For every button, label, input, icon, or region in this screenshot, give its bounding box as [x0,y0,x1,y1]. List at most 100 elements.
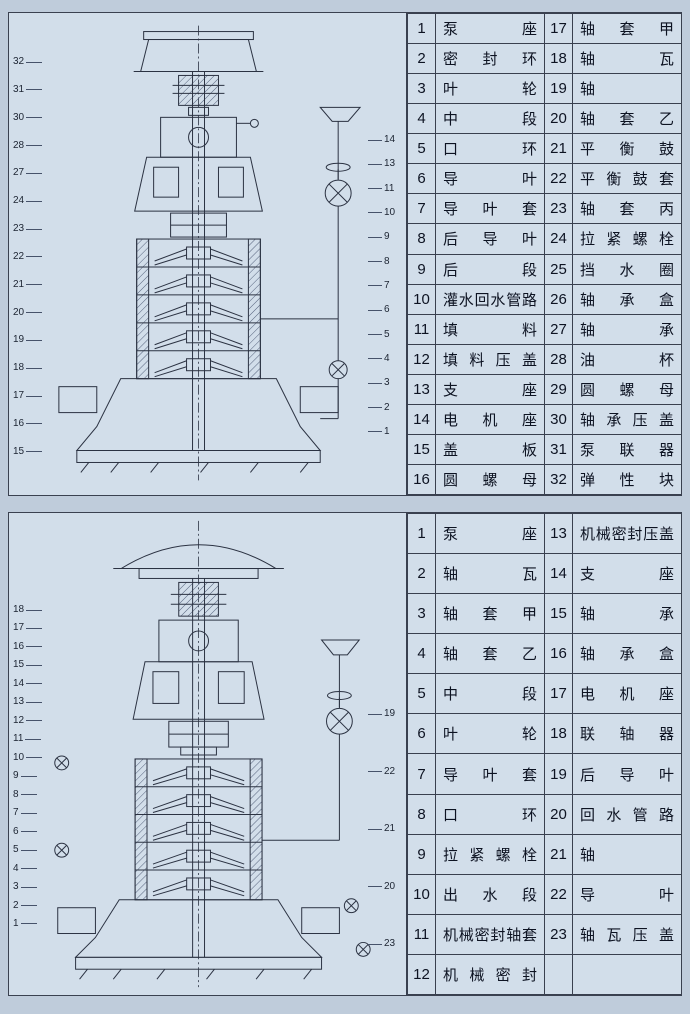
part-name-cell: 电机座 [572,673,682,715]
part-number-cell: 3 [407,73,436,105]
part-name-cell: 后导叶 [435,223,545,255]
part-callout-number: 21 [368,824,402,834]
part-name-text: 轴瓦 [443,566,537,584]
part-name-cell: 导叶套 [435,753,545,795]
part-name-text: 轴套甲 [580,21,674,39]
part-name-text: 导叶 [580,886,674,904]
part-name-text: 轴承 [580,606,674,624]
parts-table-row: 11 机械密封轴套 23 轴瓦压盖 [407,913,682,955]
part-name-cell: 轴瓦压盖 [572,913,682,955]
part-number-cell: 1 [407,12,436,45]
parts-table-row: 14 电机座 30 轴承压盖 [407,403,682,435]
part-name-text: 泵座 [443,526,537,544]
part-number-cell: 23 [544,913,573,955]
part-name-text: 圆螺母 [580,381,674,399]
part-name-text: 平衡鼓 [580,141,674,159]
part-name-text: 支座 [580,566,674,584]
part-name-text: 导叶套 [443,766,537,784]
part-number-cell: 2 [407,43,436,75]
part-name-cell: 后段 [435,253,545,285]
part-name-cell: 拉紧螺栓 [435,833,545,875]
parts-table-row: 2 轴瓦 14 支座 [407,553,682,595]
part-number-cell: 7 [407,193,436,225]
part-number-cell: 19 [544,753,573,795]
part-callout-number: 28 [13,140,53,151]
part-name-cell: 圆螺母 [572,373,682,405]
part-callout-number: 17 [13,623,53,633]
part-callout-number: 21 [13,279,53,290]
part-name-text: 机械密封压盖 [580,526,674,544]
part-name-cell: 机械密封轴套 [435,913,545,955]
parts-table-row: 5 中段 17 电机座 [407,673,682,715]
part-number-cell: 6 [407,163,436,195]
part-name-text: 叶轮 [443,726,537,744]
part-callout-number: 9 [368,232,402,242]
part-number-cell: 16 [544,633,573,675]
part-name-text: 后段 [443,261,537,279]
part-callout-number: 8 [368,256,402,267]
part-callout-number: 6 [368,305,402,315]
part-name-text: 密封环 [443,51,537,69]
part-name-cell: 填料 [435,313,545,345]
part-callout-number: 14 [368,135,402,145]
part-name-cell: 泵座 [435,512,545,555]
part-name-cell: 机械密封 [435,953,545,996]
part-callout-number: 1 [13,918,53,929]
part-callout-number: 2 [13,900,53,911]
part-callout-number: 5 [368,329,402,340]
part-name-cell: 平衡鼓套 [572,163,682,195]
part-name-cell: 导叶套 [435,193,545,225]
part-name-text: 圆螺母 [443,471,537,489]
part-name-cell: 叶轮 [435,73,545,105]
part-number-cell: 17 [544,12,573,45]
part-number-cell: 19 [544,73,573,105]
part-name-cell: 轴承 [572,593,682,635]
part-name-text: 灌水回水管路 [443,291,537,309]
part-name-cell: 泵座 [435,12,545,45]
part-name-cell: 导叶 [572,873,682,915]
part-name-text: 口环 [443,141,537,159]
part-name-text: 电机座 [443,411,537,429]
part-number-cell: 15 [407,433,436,465]
part-name-text: 机械密封 [443,966,537,984]
part-callout-number: 7 [13,808,53,818]
part-number-cell: 11 [407,913,436,955]
part-callout-number: 16 [13,641,53,652]
part-callout-number: 22 [368,766,402,777]
part-callout-number: 6 [13,826,53,837]
parts-table-row: 5 口环 21 平衡鼓 [407,133,682,165]
parts-table-wrap-top: 1 泵座 17 轴套甲 2 密封环 18 轴瓦 3 叶轮 19 轴 4 中段 [407,12,682,496]
part-name-text: 后导叶 [443,231,537,249]
part-callout-number: 8 [13,789,53,800]
part-name-text: 平衡鼓套 [580,171,674,189]
part-number-cell: 3 [407,593,436,635]
parts-table-row: 4 轴套乙 16 轴承盒 [407,633,682,675]
part-name-cell: 填料压盖 [435,343,545,375]
part-name-cell: 出水段 [435,873,545,915]
part-name-cell: 盖板 [435,433,545,465]
part-callout-number: 23 [13,224,53,234]
part-number-cell: 17 [544,673,573,715]
part-name-cell: 轴套乙 [572,103,682,135]
parts-table-row: 12 机械密封 [407,953,682,996]
part-name-text: 支座 [443,381,537,399]
part-number-cell: 30 [544,403,573,435]
part-name-cell: 油杯 [572,343,682,375]
part-name-text: 挡水圈 [580,261,674,279]
parts-table-row: 6 叶轮 18 联轴器 [407,713,682,755]
part-name-cell: 密封环 [435,43,545,75]
parts-table-top: 1 泵座 17 轴套甲 2 密封环 18 轴瓦 3 叶轮 19 轴 4 中段 [407,12,682,496]
parts-table-row: 16 圆螺母 32 弹性块 [407,463,682,496]
part-name-cell: 轴瓦 [572,43,682,75]
part-name-text: 出水段 [443,886,537,904]
part-callout-number: 16 [13,418,53,429]
part-name-text: 叶轮 [443,81,537,99]
parts-table-row: 9 拉紧螺栓 21 轴 [407,833,682,875]
part-callout-number: 24 [13,196,53,206]
part-name-cell: 轴套甲 [435,593,545,635]
part-callout-number: 10 [368,207,402,218]
